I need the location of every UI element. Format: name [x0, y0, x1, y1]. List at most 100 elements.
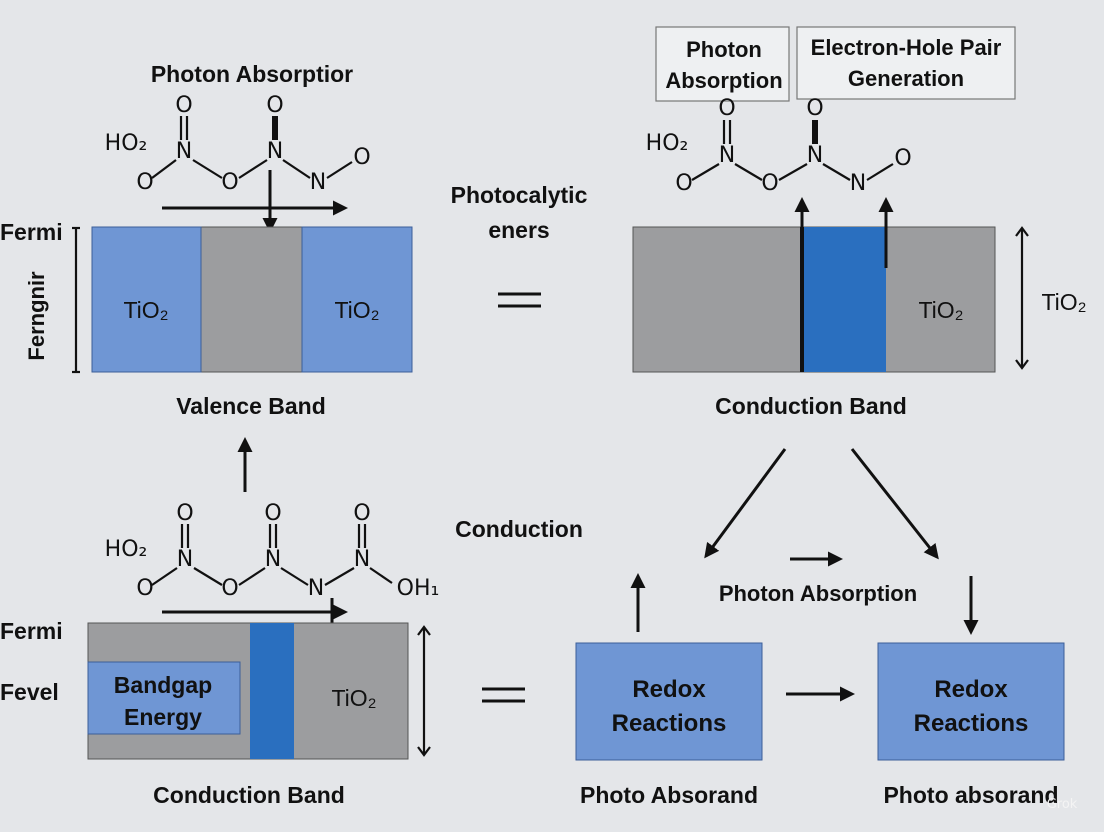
energy-label: Energy [124, 704, 202, 730]
fevel-label: Fevel [0, 679, 59, 705]
height-bracket-bottom [417, 625, 431, 757]
conduction-band-label: Conduction Band [153, 782, 345, 808]
equals-sign [498, 292, 541, 308]
atom-o: O [894, 146, 911, 171]
bond [822, 163, 851, 181]
photocalytic-label: Photocalytic [451, 182, 588, 208]
atom-o: O [136, 170, 153, 195]
atom-o: O [136, 576, 153, 601]
absorption-label: Absorption [665, 68, 782, 93]
bond [151, 567, 178, 586]
atom-ho2: HO₂ [105, 537, 148, 562]
molecule-3: O O O HO₂ N N N O O N OH₁ [105, 501, 440, 601]
bold-bond [812, 120, 818, 144]
atom-n: N [265, 547, 281, 572]
redox-label: Redox [632, 676, 706, 703]
atom-o: O [266, 93, 283, 118]
atom-o: O [806, 96, 823, 121]
bond [238, 567, 266, 586]
tio2-label: TiO₂ [334, 297, 379, 323]
bond [691, 163, 720, 181]
atom-o: O [221, 170, 238, 195]
tio2-outer-label: TiO₂ [1041, 289, 1086, 315]
atom-o: O [264, 501, 281, 526]
height-bracket [72, 226, 80, 374]
atom-o: O [353, 145, 370, 170]
atom-o: O [353, 501, 370, 526]
bond [280, 567, 309, 586]
bond [192, 159, 223, 179]
atom-o: O [175, 93, 192, 118]
molecule-1: O O HO₂ N N O O N O [105, 93, 371, 195]
bottom-left-panel: O O O HO₂ N N N O O N OH₁ Fermi [0, 501, 439, 808]
eners-label: eners [488, 217, 549, 243]
reactions-label: Reactions [914, 710, 1029, 737]
atom-o: O [718, 96, 735, 121]
redox-box-1: Redox Reactions [575, 642, 763, 761]
photon-absorption-box: Photon Absorption [655, 26, 790, 102]
electron-band-blue [804, 227, 886, 372]
top-right-panel: Photon Absorption Electron-Hole Pair Gen… [632, 26, 1087, 560]
equals-sign-bottom [482, 687, 525, 703]
conduction-label: Conduction [455, 516, 583, 542]
atom-ho2: HO₂ [646, 131, 689, 156]
fermi-label: Fermi [0, 219, 63, 245]
tio2-block-left [91, 226, 202, 373]
photon-label: Photon [686, 37, 762, 62]
bond [326, 161, 353, 179]
atom-o: O [675, 171, 692, 196]
top-left-panel: Photon Absorptior O O HO₂ N N O O N O Fe… [0, 61, 413, 419]
band-box-bottom-left: Bandgap Energy TiO₂ [87, 622, 409, 760]
band-box-top-right: TiO₂ [632, 226, 996, 373]
redox-box-2: Redox Reactions [877, 642, 1065, 761]
photo-absorand-caption: Photo Absorand [580, 782, 758, 808]
bandgap-energy-box: Bandgap Energy [87, 661, 241, 735]
electron-hole-box: Electron-Hole Pair Generation [796, 26, 1016, 100]
valence-band-label: Valence Band [176, 393, 326, 419]
ferngnir-label: Ferngnir [24, 271, 49, 361]
photon-absorption-title: Photon Absorptior [151, 61, 353, 87]
bond [324, 567, 355, 586]
bond [734, 163, 763, 181]
tio2-label: TiO₂ [331, 685, 376, 711]
atom-n: N [177, 547, 193, 572]
bold-bond [272, 116, 278, 140]
bond [151, 159, 177, 179]
watermark: Grok [1047, 797, 1078, 812]
diagonal-arrow-left [704, 448, 787, 559]
atom-n: N [308, 576, 324, 601]
fermi-label: Fermi [0, 618, 63, 644]
band-box-top-left: TiO₂ TiO₂ [91, 226, 413, 373]
atom-o: O [221, 576, 238, 601]
atom-n: N [176, 139, 192, 164]
diagonal-arrow-right [850, 448, 939, 560]
bond [193, 567, 223, 586]
atom-oh: OH₁ [397, 576, 440, 601]
tio2-label: TiO₂ [123, 297, 168, 323]
photo-absorand-caption: Photo absorand [883, 782, 1058, 808]
bond [866, 163, 894, 181]
bond [282, 159, 311, 179]
tio2-label: TiO₂ [918, 297, 963, 323]
electron-hole-label: Electron-Hole Pair [811, 35, 1002, 60]
atom-n: N [267, 139, 283, 164]
bond [778, 163, 808, 181]
atom-o: O [761, 171, 778, 196]
center-top: Photocalytic eners [451, 182, 588, 308]
electron-band-blue [250, 623, 294, 759]
height-bracket-right [1015, 226, 1029, 370]
reactions-label: Reactions [612, 710, 727, 737]
tio2-block-right [301, 226, 413, 373]
generation-label: Generation [848, 66, 964, 91]
bandgap-label: Bandgap [114, 672, 212, 698]
atom-ho2: HO₂ [105, 131, 148, 156]
atom-n: N [807, 143, 823, 168]
bottom-right-panel: Photon Absorption Redox Reactions Redox … [575, 551, 1065, 808]
conduction-band-label: Conduction Band [715, 393, 907, 419]
bond [238, 159, 268, 179]
bond [369, 567, 393, 584]
atom-n: N [850, 171, 866, 196]
atom-o: O [176, 501, 193, 526]
